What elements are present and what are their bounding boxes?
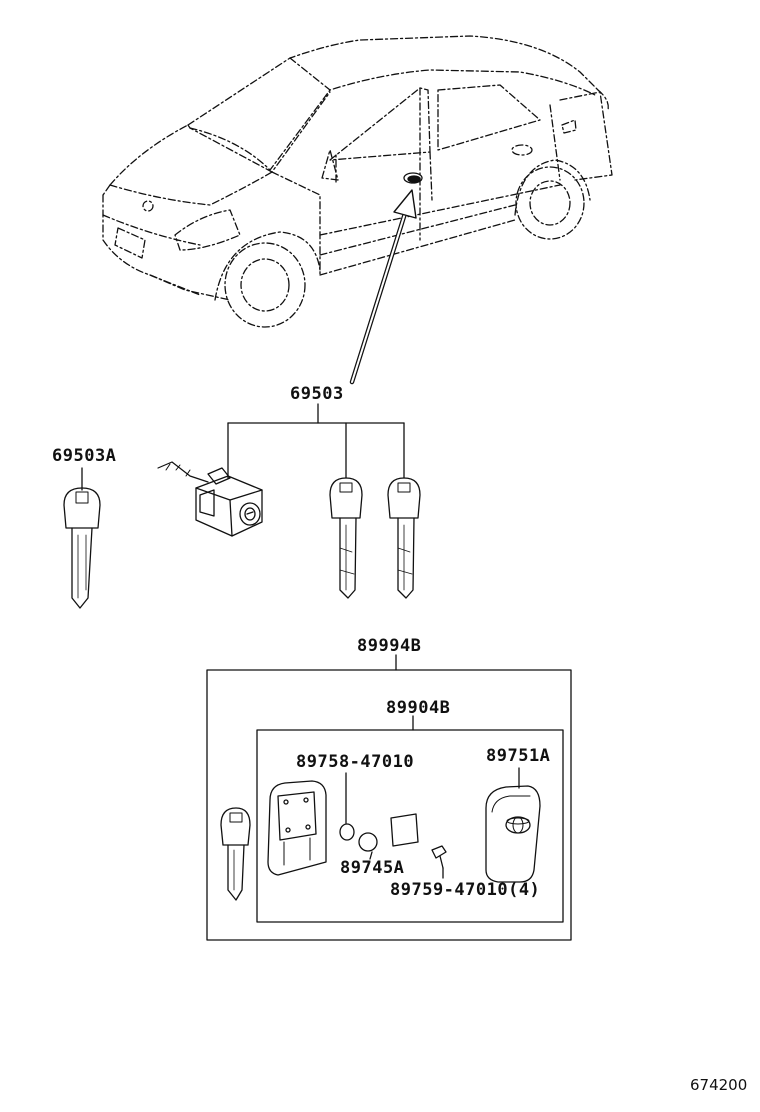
car-illustration <box>102 35 613 328</box>
key-drawing-2 <box>387 477 421 599</box>
lock-set-bracket <box>227 403 405 479</box>
battery-leader <box>369 851 373 860</box>
part-label-89758-47010: 89758-47010 <box>296 752 415 772</box>
part-label-89751a: 89751A <box>486 746 551 766</box>
part-label-89745a: 89745A <box>340 858 405 878</box>
smart-key-set-box <box>256 729 564 923</box>
transmitter-housing-drawing <box>485 767 541 883</box>
emergency-key-drawing <box>220 807 251 901</box>
lock-pointer-arrow <box>349 189 417 385</box>
cover-plate-drawing <box>390 813 419 847</box>
key-blank-drawing <box>63 487 101 609</box>
o-ring-drawing <box>339 823 355 841</box>
key-drawing-1 <box>329 477 363 599</box>
lock-cylinder-drawing <box>157 461 263 537</box>
battery-drawing <box>358 832 378 852</box>
part-label-69503a: 69503A <box>52 446 117 466</box>
smart-key-assembly-box <box>206 669 572 941</box>
illustration-reference-number: 674200 <box>690 1076 748 1094</box>
part-label-89904b: 89904B <box>386 698 451 718</box>
screw-drawing <box>431 845 447 879</box>
part-label-69503: 69503 <box>290 384 344 404</box>
part-label-89994b: 89994B <box>357 636 422 656</box>
part-label-89759-47010: 89759-47010(4) <box>390 880 541 900</box>
transmitter-case-drawing <box>267 780 327 876</box>
